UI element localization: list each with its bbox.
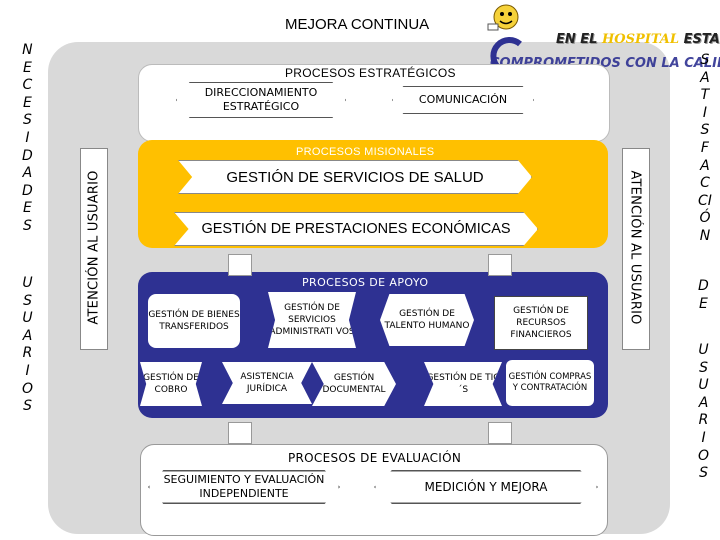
usuarios-left-letter: I xyxy=(25,362,30,379)
estrategicos-title: PROCESOS ESTRATÉGICOS xyxy=(285,66,456,80)
comunicacion-node: COMUNICACIÓN xyxy=(392,86,534,114)
usuarios-right-letter: U xyxy=(698,342,709,358)
usuarios-left-letter: S xyxy=(23,398,32,415)
necesidades-letter: E xyxy=(22,94,32,111)
arrow-right-bottom xyxy=(488,422,512,444)
usuarios-right-letter: U xyxy=(698,377,709,394)
usuarios-right-letter: A xyxy=(698,394,709,411)
gestion-documental-node: GESTIÓN DOCUMENTAL xyxy=(312,362,396,406)
usuarios-right-letter: I xyxy=(701,429,706,446)
atencion-left-label: ATENCIÓN AL USUARIO xyxy=(86,170,102,325)
usuarios-left-letter: S xyxy=(23,292,32,309)
gestion-bienes-node: GESTIÓN DE BIENES TRANSFERIDOS xyxy=(148,294,240,348)
usuarios-left-letter: O xyxy=(22,380,34,397)
logo-text-estamos: ESTAMOS xyxy=(683,32,720,47)
misionales-title: PROCESOS MISIONALES xyxy=(296,146,435,158)
medicion-node: MEDICIÓN Y MEJORA xyxy=(374,470,598,504)
arrow-left-top xyxy=(228,254,252,276)
necesidades-letter: D xyxy=(22,147,33,164)
satisfaccion-letter: T xyxy=(700,87,710,104)
mascot-icon xyxy=(486,2,524,36)
satisfaccion-letter: I xyxy=(702,104,708,121)
gestion-tics-node: GESTIÓN DE TIC´S xyxy=(424,362,502,406)
evaluacion-title: PROCESOS DE EVALUACIÓN xyxy=(288,451,462,465)
direccionamiento-node: DIRECCIONAMIENTO ESTRATÉGICO xyxy=(176,82,346,118)
gestion-recursos-node: GESTIÓN DE RECURSOS FINANCIEROS xyxy=(494,296,588,350)
usuarios-left-letter: U xyxy=(22,275,33,291)
apoyo-title: PROCESOS DE APOYO xyxy=(302,276,429,289)
gestion-talento-node: GESTIÓN DE TALENTO HUMANO xyxy=(380,294,474,346)
prestaciones-band: GESTIÓN DE PRESTACIONES ECONÓMICAS xyxy=(174,212,538,246)
satisfaccion-letter: N xyxy=(699,227,711,244)
satisfaccion-letter: CI xyxy=(698,192,712,209)
satisfaccion-letter: A xyxy=(700,69,710,86)
necesidades-letter: S xyxy=(22,112,32,129)
logo-text-en-el: EN EL xyxy=(556,32,598,47)
satisfaccion-letter: S xyxy=(700,122,710,139)
satisfaccion-letter: F xyxy=(700,139,709,156)
gestion-compras-node: GESTIÓN COMPRAS Y CONTRATACIÓN xyxy=(506,360,594,406)
atencion-right-bar xyxy=(622,148,650,350)
arrow-left-bottom xyxy=(228,422,252,444)
satisfaccion-letter: Ó xyxy=(699,210,711,227)
de-letter: E xyxy=(698,295,708,312)
gestion-servicios-node: GESTIÓN DE SERVICIOS ADMINISTRATI VOS xyxy=(268,292,356,348)
necesidades-letter: N xyxy=(22,42,33,58)
logo-text-hospital: HOSPITAL xyxy=(601,32,680,47)
page-title: MEJORA CONTINUA xyxy=(285,16,430,33)
seguimiento-node: SEGUIMIENTO Y EVALUACIÓN INDEPENDIENTE xyxy=(148,470,340,504)
usuarios-right-letter: R xyxy=(698,412,709,429)
usuarios-left-letter: A xyxy=(22,327,33,344)
necesidades-letter: I xyxy=(25,129,30,146)
atencion-left-bar xyxy=(80,148,108,350)
necesidades-letter: E xyxy=(22,59,32,76)
usuarios-left-letter: U xyxy=(22,310,33,327)
asistencia-juridica-node: ASISTENCIA JURÍDICA xyxy=(222,362,312,404)
necesidades-letter: D xyxy=(22,182,33,199)
usuarios-right-letter: S xyxy=(699,359,708,376)
necesidades-letter: C xyxy=(22,77,33,94)
necesidades-letter: A xyxy=(22,165,33,182)
atencion-right-label: ATENCIÓN AL USUARIO xyxy=(627,170,643,325)
usuarios-right-letter: O xyxy=(698,447,710,464)
usuarios-right-letter: S xyxy=(699,465,708,482)
satisfaccion-letter: A xyxy=(700,157,710,174)
usuarios-left-letter: R xyxy=(22,345,33,362)
salud-band: GESTIÓN DE SERVICIOS DE SALUD xyxy=(178,160,532,194)
gestion-cobro-node: GESTIÓN DE COBRO xyxy=(140,362,202,406)
necesidades-letter: S xyxy=(22,217,32,234)
de-letter: D xyxy=(698,278,709,294)
satisfaccion-letter: C xyxy=(700,175,710,192)
necesidades-letter: E xyxy=(22,200,32,217)
arrow-right-top xyxy=(488,254,512,276)
satisfaccion-letter: S xyxy=(700,52,710,68)
